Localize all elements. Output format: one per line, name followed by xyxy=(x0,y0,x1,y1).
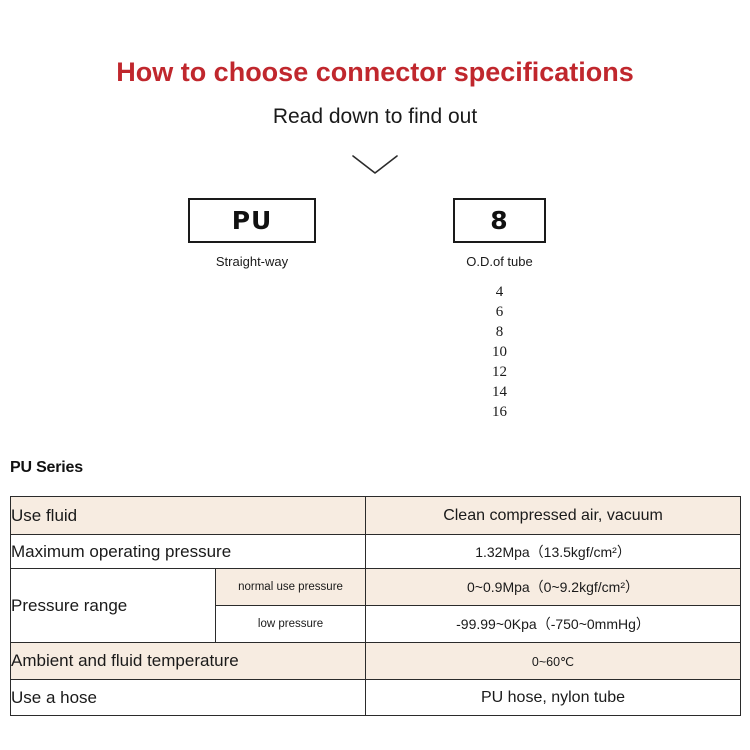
spec-box-series-code[interactable]: PU xyxy=(188,198,316,243)
spec-caption-series-code: Straight-way xyxy=(215,254,289,269)
series-heading: PU Series xyxy=(10,459,83,476)
table-cell-value: Clean compressed air, vacuum xyxy=(365,496,742,535)
tube-size-item[interactable]: 6 xyxy=(495,304,504,320)
table-row: low pressure-99.99~0Kpa（-750~0mmHg） xyxy=(11,605,742,643)
tube-size-item[interactable]: 10 xyxy=(492,344,507,360)
tube-size-item[interactable]: 8 xyxy=(495,324,504,340)
tube-size-item[interactable]: 14 xyxy=(492,384,507,400)
table-cell-label: Use fluid xyxy=(9,496,367,535)
page-subtitle: Read down to find out xyxy=(272,105,478,128)
table-cell-sublabel: normal use pressure xyxy=(214,568,367,606)
table-cell-label: Maximum operating pressure xyxy=(9,534,367,569)
spec-box-tube-od[interactable]: 8 xyxy=(453,198,546,243)
chevron-down-icon xyxy=(352,155,398,177)
table-cell-value: PU hose, nylon tube xyxy=(365,679,742,716)
table-cell-value: 0~60℃ xyxy=(365,642,742,680)
table-cell-label: Pressure range xyxy=(10,568,216,643)
tube-size-list: 4 6 8 10 12 14 16 xyxy=(443,282,556,422)
spec-caption-tube-od: O.D.of tube xyxy=(466,254,533,269)
tube-size-item[interactable]: 4 xyxy=(495,284,504,300)
spec-box-series-code-text: PU xyxy=(231,206,273,235)
tube-size-item[interactable]: 12 xyxy=(492,364,507,380)
table-cell-value: -99.99~0Kpa（-750~0mmHg） xyxy=(365,605,742,643)
table-cell-label: Use a hose xyxy=(9,679,367,716)
table-cell-value: 0~0.9Mpa（0~9.2kgf/cm²） xyxy=(365,568,742,606)
spec-box-tube-od-text: 8 xyxy=(490,206,509,235)
table-cell-sublabel: low pressure xyxy=(214,605,367,643)
tube-size-item[interactable]: 16 xyxy=(492,404,507,420)
table-cell-value: 1.32Mpa（13.5kgf/cm²） xyxy=(365,534,742,569)
table-cell-label: Ambient and fluid temperature xyxy=(9,642,367,680)
page-title: How to choose connector specifications xyxy=(116,57,634,87)
